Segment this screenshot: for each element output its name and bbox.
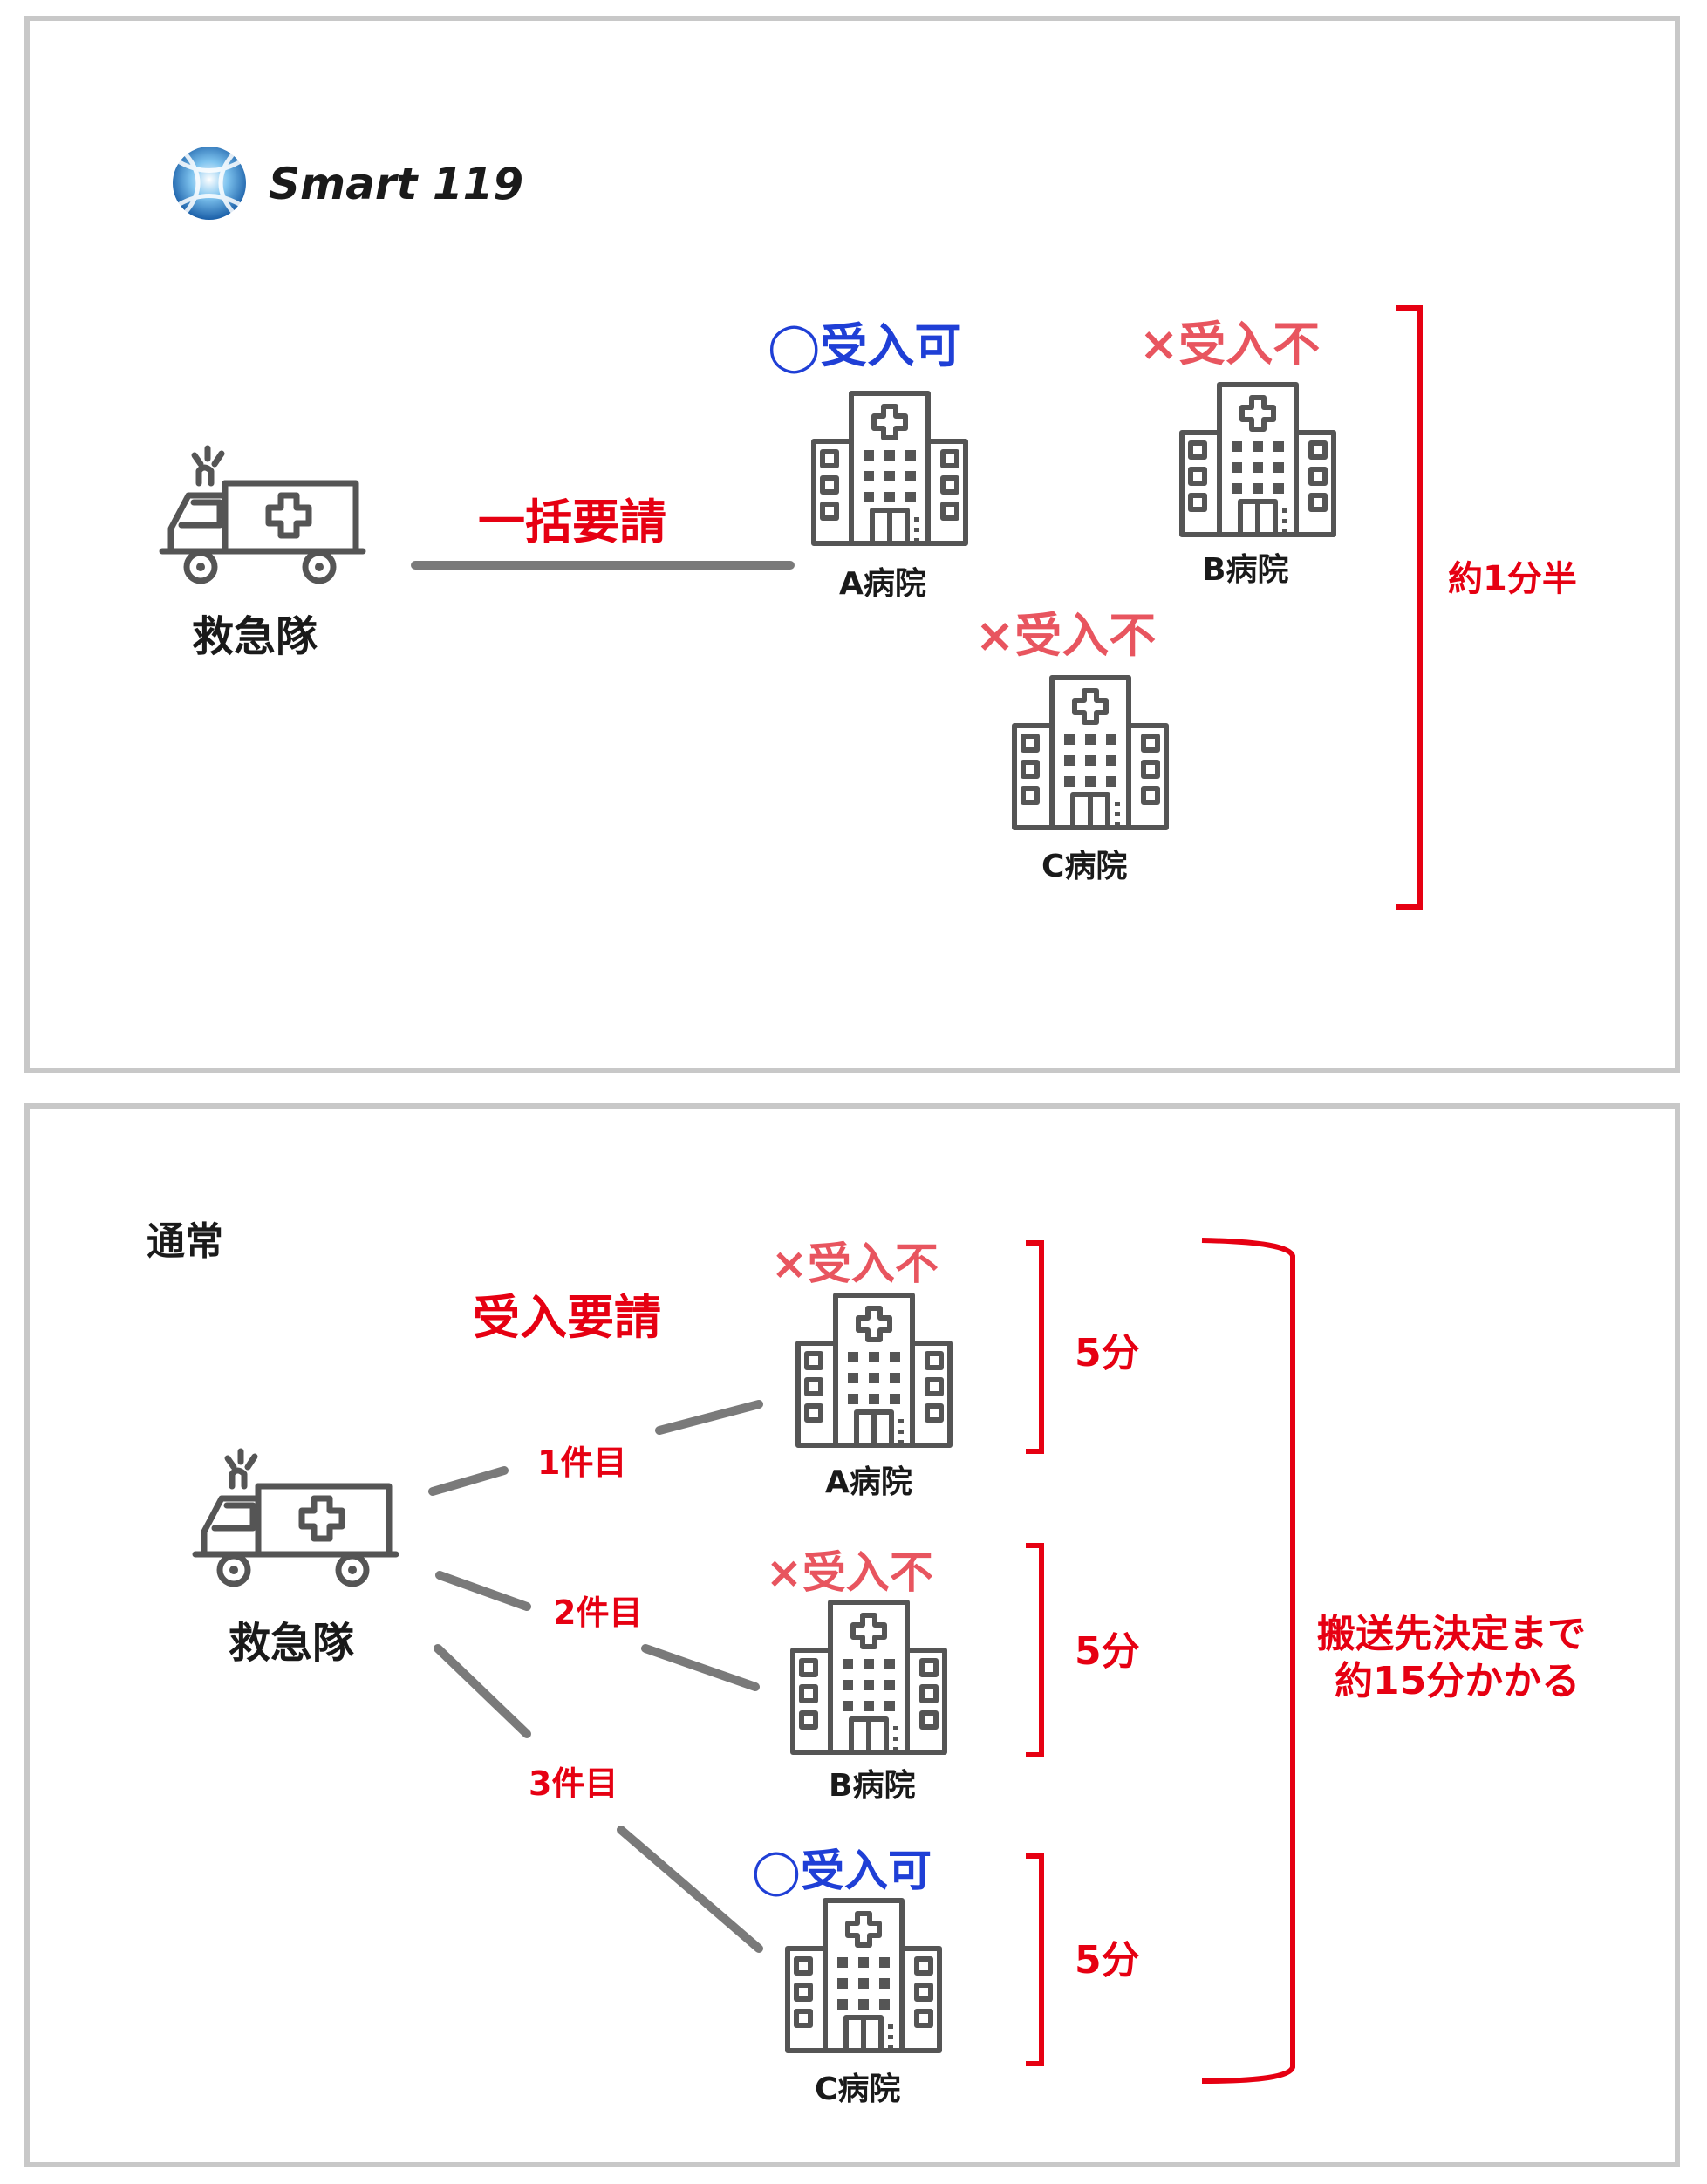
total-time-bracket: [1201, 1238, 1295, 2084]
total-time-line-2: 約15分かかる: [1335, 1659, 1581, 1703]
hospital-c-icon: [1014, 678, 1166, 828]
hospital-b-name: B病院: [1202, 552, 1289, 588]
hospital-c-name: C病院: [815, 2071, 901, 2107]
hospital-b-icon: [1182, 385, 1334, 535]
hospital-a-name: A病院: [839, 566, 926, 602]
hospital-a-icon: [798, 1295, 950, 1445]
hospital-a-status: ×受入不: [771, 1239, 939, 1289]
hospital-a-icon: [814, 393, 966, 543]
hospital-c-status: ×受入不: [975, 608, 1157, 663]
top-time-bracket: [1396, 305, 1423, 910]
hospital-c-status: ◯受入可: [752, 1846, 932, 1896]
top-time-label: 約1分半: [1448, 559, 1577, 599]
hospital-c-icon: [788, 1901, 939, 2051]
hospital-b-name: B病院: [829, 1768, 916, 1804]
call-label-3: 3件目: [529, 1764, 618, 1803]
hospital-c-name: C病院: [1041, 849, 1128, 884]
call-lines: [428, 1400, 763, 1953]
bracket-b: [1026, 1543, 1044, 1757]
bracket-c: [1026, 1853, 1044, 2066]
hospital-b-icon: [793, 1602, 945, 1752]
call-label-1: 1件目: [537, 1443, 627, 1482]
bracket-a: [1026, 1240, 1044, 1454]
ambulance-icon: [195, 1451, 396, 1584]
total-time-line-1: 搬送先決定まで: [1317, 1612, 1586, 1656]
request-label: 受入要請: [473, 1290, 661, 1345]
ambulance-icon: [162, 448, 363, 581]
smart119-logo-icon: [173, 147, 246, 220]
time-label-b: 5分: [1075, 1629, 1140, 1674]
hospital-a-name: A病院: [825, 1464, 912, 1500]
call-label-2: 2件目: [553, 1594, 643, 1632]
section-title: 通常: [147, 1219, 223, 1264]
time-label-a: 5分: [1075, 1331, 1140, 1375]
brand-name: Smart 119: [269, 159, 524, 209]
hospital-a-status: ◯受入可: [768, 318, 962, 373]
hospital-b-status: ×受入不: [766, 1547, 933, 1598]
ambulance-label: 救急隊: [229, 1619, 355, 1668]
bulk-request-label: 一括要請: [478, 495, 666, 549]
hospital-b-status: ×受入不: [1139, 317, 1321, 372]
time-label-c: 5分: [1075, 1938, 1140, 1983]
ambulance-label: 救急隊: [192, 612, 318, 661]
